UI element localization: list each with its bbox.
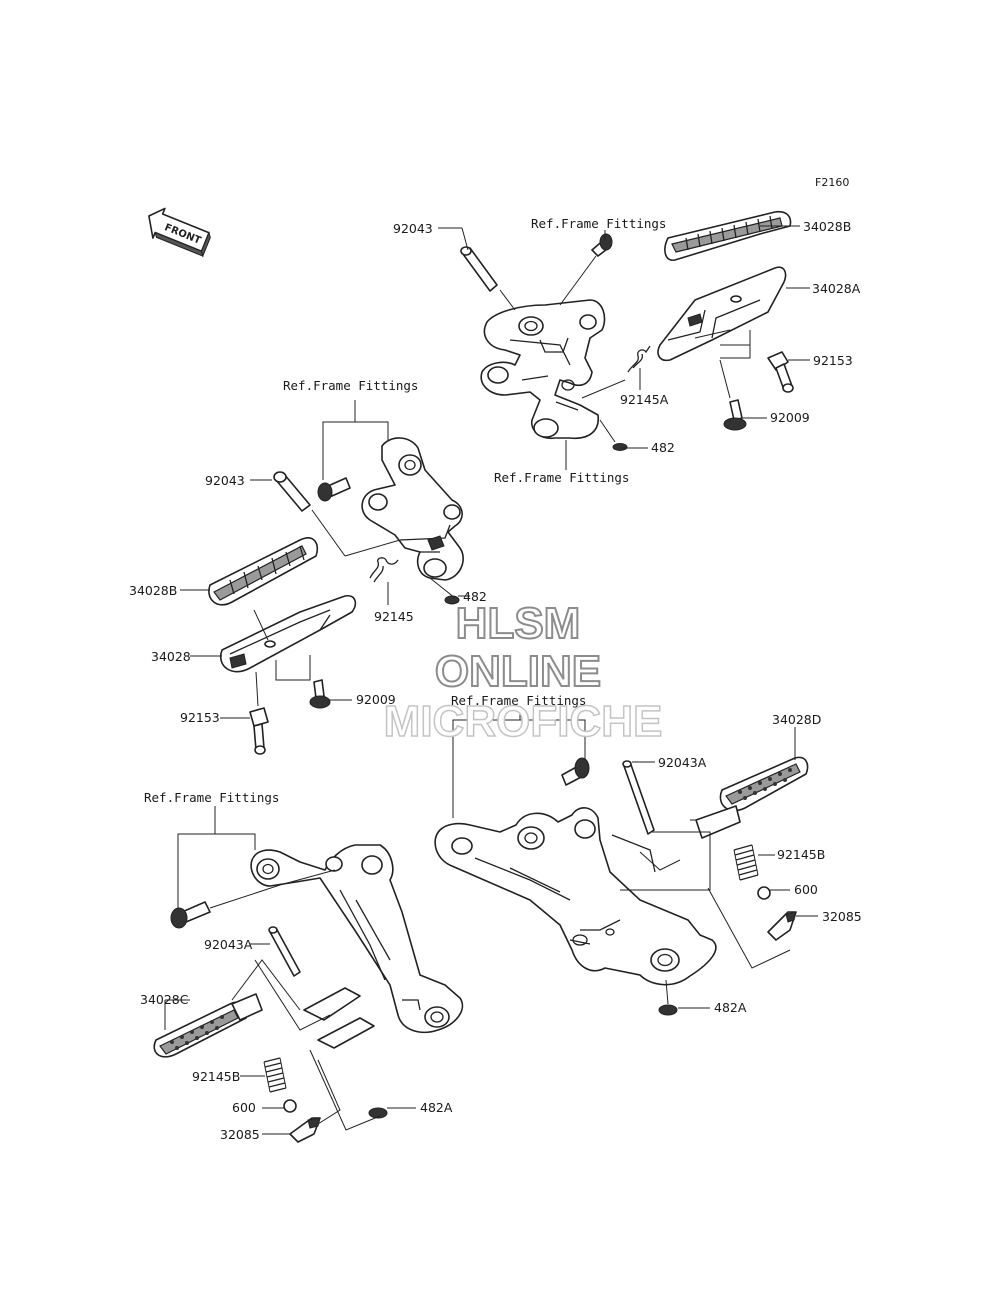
label-92043A-left: 92043A xyxy=(204,937,253,952)
footpeg-34028C xyxy=(153,993,263,1058)
label-482-mid: 482 xyxy=(463,589,487,604)
bolt-92153-mid xyxy=(249,707,269,755)
label-482-top: 482 xyxy=(651,440,675,455)
label-92009-mid: 92009 xyxy=(356,692,396,707)
bolt-lower-left-ref xyxy=(170,901,211,929)
spring-92145B-right xyxy=(733,844,759,881)
pivot-plate-lower-left xyxy=(303,987,375,1049)
spring-92145A xyxy=(627,345,651,373)
leaders-top-right xyxy=(438,225,810,470)
bolt-92009-top xyxy=(723,399,747,431)
label-92043-mid: 92043 xyxy=(205,473,245,488)
spring-92145B-left xyxy=(263,1057,287,1093)
washer-482A-left xyxy=(368,1107,388,1119)
label-600-right: 600 xyxy=(794,882,818,897)
upper-right-bracket xyxy=(480,299,606,440)
diagram-code: F2160 xyxy=(815,176,849,189)
leaders-lower-left xyxy=(164,806,416,1135)
label-482A-right: 482A xyxy=(714,1000,747,1015)
washer-482A-right xyxy=(658,1004,678,1016)
clip-482-top xyxy=(612,443,628,451)
bolt-lower-right-ref xyxy=(561,757,590,786)
pin-92043-mid xyxy=(273,471,311,512)
label-92153-top: 92153 xyxy=(813,353,853,368)
middle-left-bracket xyxy=(361,437,464,581)
bolt-top-ref xyxy=(591,233,613,257)
bolt-92009-mid xyxy=(309,679,331,709)
footpeg-rubber-34028B-mid xyxy=(208,537,319,606)
label-482A-left: 482A xyxy=(420,1100,453,1115)
ball-600-left xyxy=(283,1099,297,1113)
label-92043-top: 92043 xyxy=(393,221,433,236)
spring-92145 xyxy=(369,557,399,583)
watermark-line-2: ONLINE xyxy=(435,647,601,696)
pin-92043-top xyxy=(460,246,498,292)
leaders-lower-right xyxy=(452,706,818,1009)
footpeg-34028D xyxy=(695,756,809,839)
label-92043A-right: 92043A xyxy=(658,755,707,770)
label-92145A: 92145A xyxy=(620,392,669,407)
footpeg-34028A xyxy=(657,266,787,362)
footpeg-rubber-34028B-top xyxy=(664,210,792,261)
label-34028B-mid: 34028B xyxy=(129,583,177,598)
label-32085-right: 32085 xyxy=(822,909,862,924)
bolt-mid-ref xyxy=(317,477,351,502)
front-arrow-icon: FRONT xyxy=(148,207,211,258)
label-34028D: 34028D xyxy=(772,712,821,727)
label-92009-top: 92009 xyxy=(770,410,810,425)
detent-32085-right xyxy=(767,911,797,941)
label-600-left: 600 xyxy=(232,1100,256,1115)
label-92145: 92145 xyxy=(374,609,414,624)
label-34028C: 34028C xyxy=(140,992,189,1007)
ref-frame-fittings-top-low: Ref.Frame Fittings xyxy=(494,470,629,485)
pin-92043A-right xyxy=(622,760,655,835)
label-92145B-right: 92145B xyxy=(777,847,825,862)
footpeg-34028 xyxy=(219,594,357,673)
watermark-line-1: HLSM xyxy=(456,599,581,648)
detent-32085-left xyxy=(289,1117,321,1143)
label-92145B-left: 92145B xyxy=(192,1069,240,1084)
leaders-middle-left xyxy=(180,400,470,719)
ref-frame-fittings-bottom: Ref.Frame Fittings xyxy=(144,790,279,805)
bolt-92153-top xyxy=(767,351,794,393)
label-32085-left: 32085 xyxy=(220,1127,260,1142)
ref-frame-fittings-center: Ref.Frame Fittings xyxy=(451,693,586,708)
lower-right-bracket xyxy=(434,807,717,986)
watermark-line-3: MICROFICHE xyxy=(384,697,663,746)
pin-92043A-left xyxy=(268,926,301,977)
label-92153-mid: 92153 xyxy=(180,710,220,725)
label-34028A: 34028A xyxy=(812,281,861,296)
label-34028B-top: 34028B xyxy=(803,219,851,234)
ball-600-right xyxy=(757,886,771,900)
label-34028: 34028 xyxy=(151,649,191,664)
ref-frame-fittings-mid: Ref.Frame Fittings xyxy=(283,378,418,393)
ref-frame-fittings-top: Ref.Frame Fittings xyxy=(531,216,666,231)
lower-left-bracket xyxy=(250,844,464,1034)
